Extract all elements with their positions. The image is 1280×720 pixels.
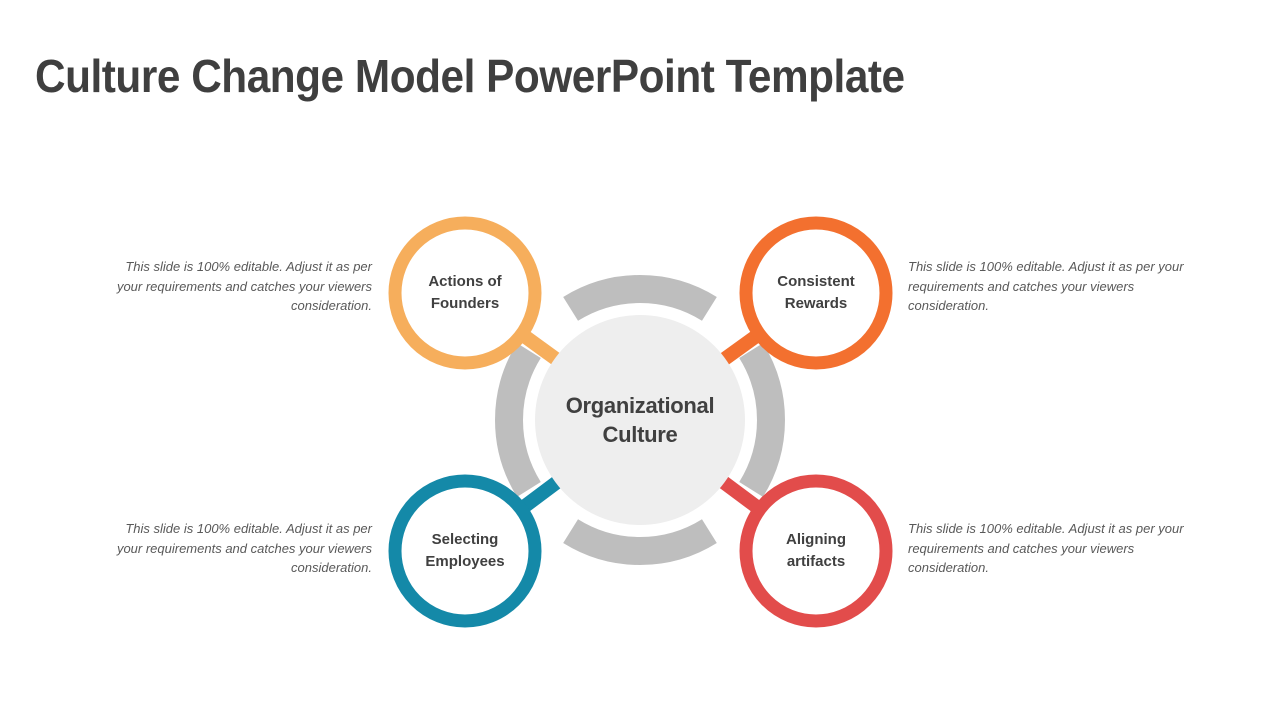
description-selecting-employees: This slide is 100% editable. Adjust it a… (116, 521, 372, 575)
node-label-line1: Selecting (431, 531, 499, 548)
node-label-line1: Actions of (428, 273, 502, 290)
arc-segment-bottom (563, 519, 717, 565)
center-label-line1: Organizational (565, 393, 715, 418)
arc-segment-right (739, 343, 785, 497)
description-consistent-rewards: This slide is 100% editable. Adjust it a… (908, 259, 1184, 313)
description-aligning-artifacts: This slide is 100% editable. Adjust it a… (908, 521, 1184, 575)
node-label-line2: Rewards (784, 295, 848, 312)
center-label: Organizational Culture (540, 391, 740, 449)
node-ring-selecting-employees (388, 474, 542, 628)
node-ring-aligning-artifacts (739, 474, 893, 628)
node-label-selecting-employees: Selecting Employees (385, 529, 545, 573)
node-label-aligning-artifacts: Aligning artifacts (736, 529, 896, 573)
node-ring-actions-of-founders (388, 216, 542, 370)
description-actions-of-founders: This slide is 100% editable. Adjust it a… (116, 259, 372, 313)
node-label-consistent-rewards: Consistent Rewards (736, 271, 896, 315)
node-label-line2: artifacts (786, 553, 846, 570)
node-ring-consistent-rewards (739, 216, 893, 370)
arc-segment-left (495, 343, 541, 497)
node-label-line1: Consistent (777, 273, 855, 290)
arc-segment-top (563, 275, 717, 321)
center-circle (535, 315, 745, 525)
center-label-line2: Culture (602, 422, 678, 447)
node-label-line2: Employees (425, 553, 505, 570)
node-label-line2: Founders (430, 295, 500, 312)
node-label-line1: Aligning (786, 531, 846, 548)
slide-title: Culture Change Model PowerPoint Template (35, 50, 905, 102)
node-label-actions-of-founders: Actions of Founders (385, 271, 545, 315)
